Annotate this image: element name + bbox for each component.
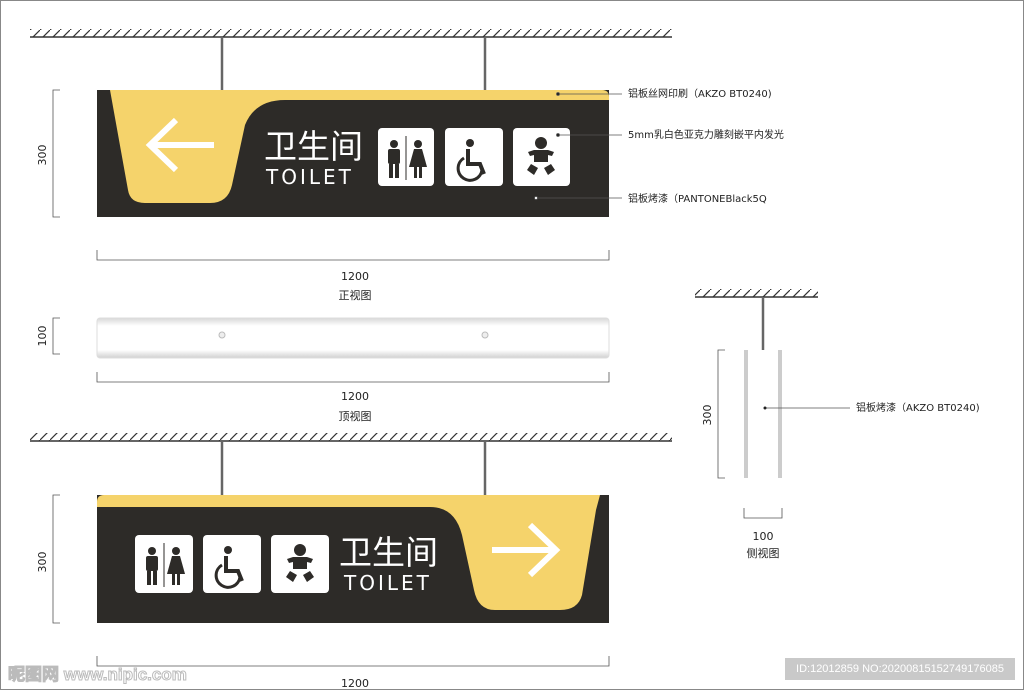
front-caption: 正视图	[339, 288, 372, 302]
side-height-dim: 300	[701, 405, 714, 426]
back-title-cn: 卫生间	[339, 533, 438, 572]
callout-paint: 铝板烤漆（PANTONEBlack5Q	[628, 192, 767, 205]
ceiling-back	[30, 433, 672, 495]
front-height-dim: 300	[36, 145, 49, 166]
back-sign	[52, 494, 610, 667]
top-width-dim: 1200	[341, 390, 369, 403]
back-width-dim: 1200	[341, 677, 369, 690]
top-height-dim: 100	[36, 326, 49, 347]
side-width-dim: 100	[753, 530, 774, 543]
top-caption: 顶视图	[339, 409, 372, 423]
top-view	[52, 317, 610, 383]
side-caption: 侧视图	[747, 546, 780, 560]
side-view	[695, 289, 850, 519]
back-height-dim: 300	[36, 552, 49, 573]
back-title-en: TOILET	[343, 571, 432, 595]
front-dimensions	[52, 89, 610, 261]
front-sign	[97, 90, 609, 217]
watermark-logo: 昵图网 www.nipic.com	[8, 665, 188, 685]
front-width-dim: 1200	[341, 270, 369, 283]
front-title-en: TOILET	[265, 165, 354, 189]
callout-screen-print: 铝板丝网印刷（AKZO BT0240)	[628, 87, 772, 100]
front-title-cn: 卫生间	[264, 127, 363, 166]
callout-acrylic: 5mm乳白色亚克力雕刻嵌平内发光	[628, 128, 784, 141]
image-id-badge: ID:12012859 NO:20200815152749176085	[785, 658, 1015, 680]
side-callout: 铝板烤漆（AKZO BT0240)	[856, 401, 980, 414]
ceiling-front	[30, 29, 672, 90]
